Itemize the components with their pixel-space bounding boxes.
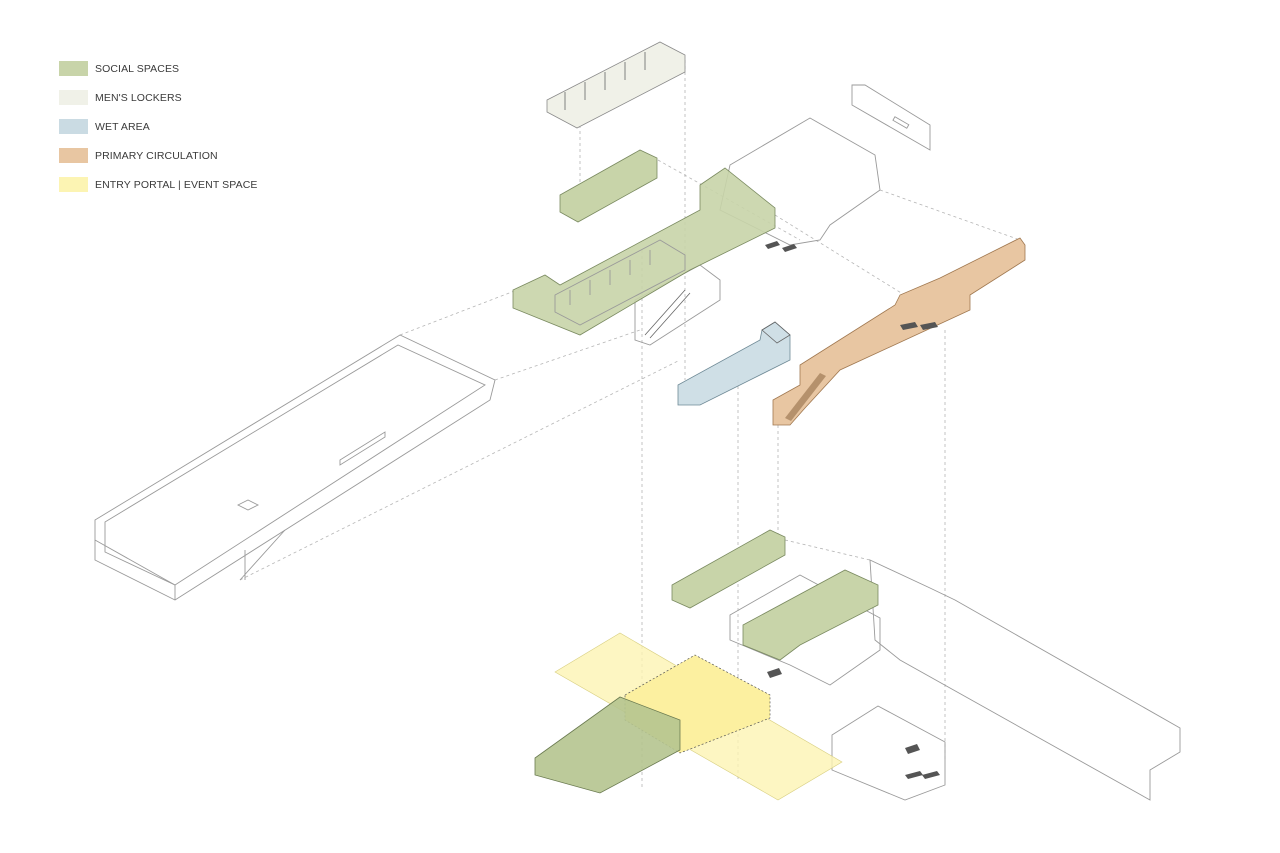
wet-area-volume [677,321,791,406]
mens-lockers-volume [546,41,686,129]
upper-floor-outline [634,84,931,346]
legend: SOCIAL SPACES MEN'S LOCKERS WET AREA PRI… [59,54,258,199]
upper-social-spaces [512,149,776,336]
swatch-primary-circulation [59,148,88,163]
ground-social-spaces [671,529,879,661]
swatch-wet-area [59,119,88,134]
legend-label: PRIMARY CIRCULATION [95,149,218,162]
legend-label: SOCIAL SPACES [95,62,180,75]
legend-item-mens-lockers: MEN'S LOCKERS [59,83,258,112]
ground-floor-right-outline [729,559,1181,801]
primary-circulation-volume [772,237,1026,426]
entry-social-wedge [534,696,681,794]
swatch-entry-portal [59,177,88,192]
legend-label: MEN'S LOCKERS [95,91,182,104]
swatch-mens-lockers [59,90,88,105]
legend-label: ENTRY PORTAL | EVENT SPACE [95,178,258,191]
legend-item-primary-circulation: PRIMARY CIRCULATION [59,141,258,170]
left-ground-floor-outline [94,334,496,601]
legend-item-entry-portal: ENTRY PORTAL | EVENT SPACE [59,170,258,199]
legend-item-wet-area: WET AREA [59,112,258,141]
legend-label: WET AREA [95,120,150,133]
legend-item-social-spaces: SOCIAL SPACES [59,54,258,83]
swatch-social-spaces [59,61,88,76]
